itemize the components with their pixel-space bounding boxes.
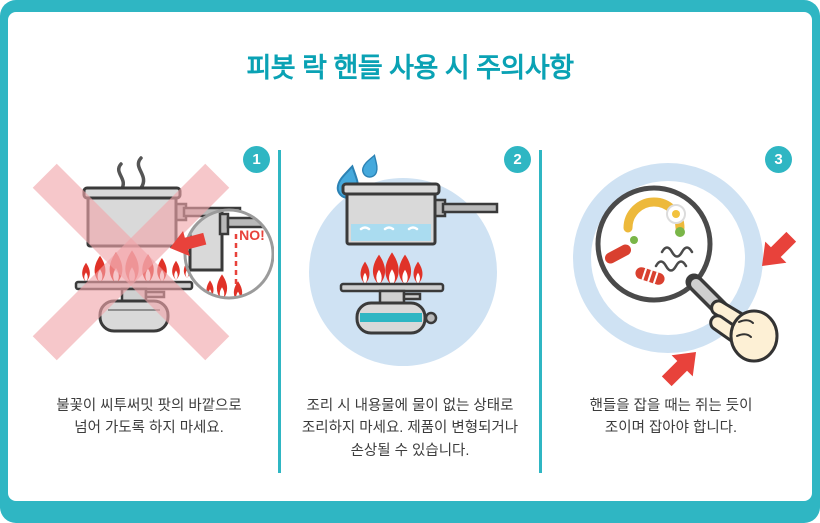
panel-1-caption: 불꽃이 씨투써밋 팟의 바깥으로 넘어 가도록 하지 마세요. [56, 398, 242, 437]
panel-2-illustration [285, 152, 535, 387]
infographic-content: 피봇 락 핸들 사용 시 주의사항 1 [8, 12, 812, 501]
panel-1-number: 1 [252, 151, 261, 168]
panel-2-number: 2 [513, 151, 522, 168]
panel-1: 1 [22, 140, 276, 477]
no-label: NO! [239, 227, 265, 243]
pot-with-low-water [341, 182, 499, 246]
panel-1-illustration: NO! [24, 152, 275, 387]
zoom-detail-circle: NO! [183, 208, 275, 300]
panel-3-number-badge: 3 [765, 146, 792, 173]
flame-overflow-warning-scene: NO! [32, 156, 275, 361]
grip-handle-scene [573, 163, 802, 392]
panel-divider-1 [278, 150, 281, 473]
panel-2-number-badge: 2 [504, 146, 531, 173]
panel-2-caption: 조리 시 내용물에 물이 없는 상태로 조리하지 마세요. 제품이 변형되거나 … [301, 398, 519, 459]
prohibition-x-icon [32, 163, 230, 361]
stove-burner [339, 282, 445, 335]
background-ring [573, 163, 763, 353]
panels-row: 1 [22, 140, 802, 477]
pinch-hand-icon [709, 299, 779, 363]
panel-3-caption: 핸들을 잡을 때는 쥐는 듯이 조이며 잡아야 합니다. [589, 398, 753, 437]
steam-icon [117, 156, 146, 192]
panel-3: 3 [544, 140, 802, 477]
panel-1-number-badge: 1 [243, 146, 270, 173]
panel-divider-2 [539, 150, 542, 473]
panel-3-illustration [546, 152, 802, 392]
food-in-pan [604, 197, 694, 285]
pan-with-food [595, 185, 713, 303]
panel-3-number: 3 [774, 151, 783, 168]
page-title: 피봇 락 핸들 사용 시 주의사항 [246, 53, 574, 83]
dry-cooking-warning-scene [309, 154, 499, 366]
panel-2: 2 [283, 140, 537, 477]
